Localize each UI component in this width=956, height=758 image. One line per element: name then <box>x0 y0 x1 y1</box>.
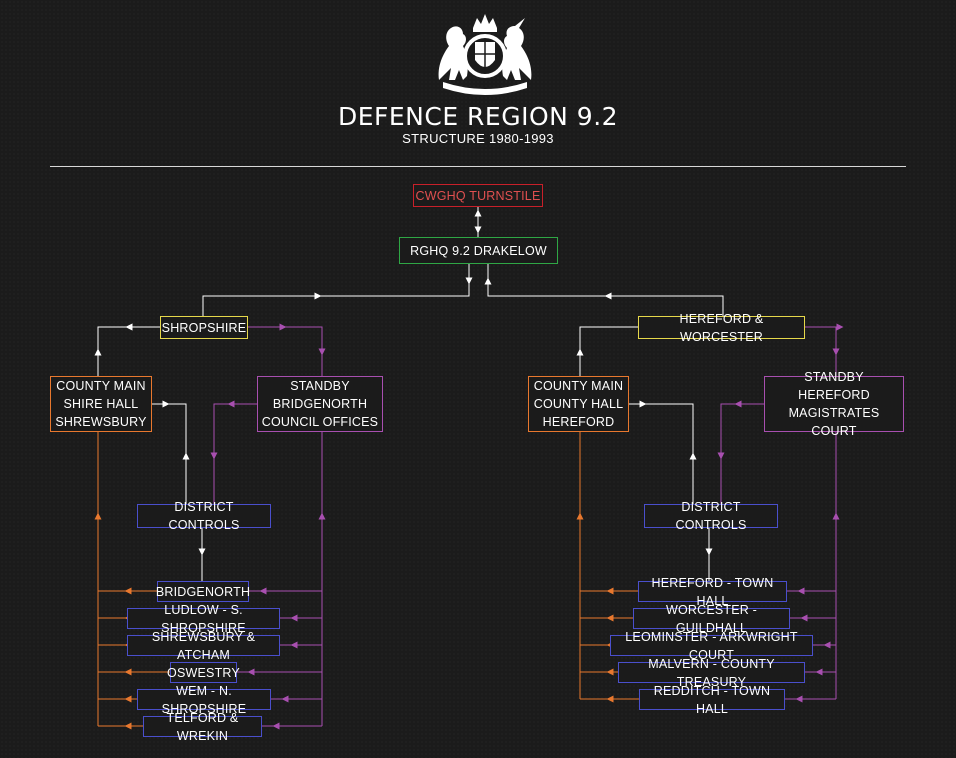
hereford-arrow-county-standby <box>836 323 844 331</box>
district-wem-n-shropshire: WEM - N. SHROPSHIRE <box>137 684 271 716</box>
shropshire-arrow-dc-up <box>182 452 190 460</box>
hereford-link-county-main <box>579 326 638 376</box>
title-divider <box>50 166 906 167</box>
hereford-arrow-row-main-0 <box>606 587 614 595</box>
standby-hereford-magistrates-court: STANDBY HEREFORD MAGISTRATES COURT <box>764 370 904 438</box>
hereford-arrow-dc-standby <box>734 400 742 408</box>
shropshire-arrow-row-main-3 <box>124 668 132 676</box>
arrow-up-cwghq <box>474 209 482 217</box>
district-shrewsbury-atcham: SHREWSBURY & ATCHAM <box>127 630 280 662</box>
shropshire-arrow-row-standby-2 <box>290 641 298 649</box>
arrow-left-top-right <box>604 292 612 300</box>
hereford-arrow-row-standby-4 <box>795 695 803 703</box>
arrow-down-rghq-left <box>465 277 473 285</box>
shropshire-arrow-dc-down <box>210 452 218 460</box>
shropshire-arrow-row-standby-5 <box>272 722 280 730</box>
shropshire-arrow-row-main-5 <box>124 722 132 730</box>
shropshire-arrow-trunk-main <box>94 512 102 520</box>
shropshire-link-county-standby <box>248 326 323 376</box>
link-rghq-hereford <box>487 264 724 316</box>
hereford-arrow-county-main <box>125 323 133 331</box>
page-subtitle: STRUCTURE 1980-1993 <box>402 131 554 146</box>
shropshire-arrow-row-standby-1 <box>290 614 298 622</box>
arrow-down-rghq <box>474 226 482 234</box>
cwghq-turnstile-node: CWGHQ TURNSTILE <box>413 184 543 207</box>
royal-coat-of-arms-crest <box>438 14 532 95</box>
shropshire-arrow-row-main-0 <box>124 587 132 595</box>
district-controls-shropshire: DISTRICT CONTROLS <box>137 500 271 532</box>
hereford-arrow-trunk-main <box>576 512 584 520</box>
district-leominster-arkwright-court: LEOMINSTER - ARKWRIGHT COURT <box>610 630 813 662</box>
shropshire-arrow-dc-standby <box>227 400 235 408</box>
district-ludlow-s-shropshire: LUDLOW - S. SHROPSHIRE <box>127 603 280 635</box>
hereford-arrow-standby-down <box>832 348 840 356</box>
shropshire-link-county-main <box>97 326 160 376</box>
hereford-arrow-row-main-1 <box>606 614 614 622</box>
hereford-arrow-dc-up <box>689 452 697 460</box>
shropshire-arrow-row-standby-3 <box>247 668 255 676</box>
link-rghq-shropshire <box>202 264 470 316</box>
hereford-arrow-dc-districts <box>705 548 713 556</box>
hereford-arrow-row-standby-2 <box>823 641 831 649</box>
district-redditch-town-hall: REDDITCH - TOWN HALL <box>639 684 785 716</box>
shropshire-link-dc-main <box>152 403 187 504</box>
shropshire-arrow-main-up <box>94 348 102 356</box>
shropshire-arrow-dc-main <box>162 400 170 408</box>
hereford-arrow-row-main-4 <box>606 695 614 703</box>
district-bridgenorth: BRIDGENORTH <box>156 581 250 602</box>
district-malvern-county-treasury: MALVERN - COUNTY TREASURY <box>618 657 805 689</box>
district-hereford-town-hall: HEREFORD - TOWN HALL <box>638 576 787 608</box>
standby-bridgenorth-council-offices: STANDBY BRIDGENORTH COUNCIL OFFICES <box>257 376 383 432</box>
hereford-arrow-main-up <box>576 348 584 356</box>
hereford-arrow-trunk-standby <box>832 512 840 520</box>
hereford-arrow-row-standby-1 <box>800 614 808 622</box>
county-main-shire-hall: COUNTY MAIN SHIRE HALL SHREWSBURY <box>50 376 152 432</box>
hereford-link-county-standby <box>805 326 837 376</box>
county-node-hereford-worcester: HEREFORD & WORCESTER <box>638 312 805 344</box>
shropshire-arrow-row-main-4 <box>124 695 132 703</box>
hereford-link-dc-main <box>629 403 694 504</box>
district-oswestry: OSWESTRY <box>167 662 240 683</box>
hereford-arrow-row-main-3 <box>606 668 614 676</box>
district-controls-hereford: DISTRICT CONTROLS <box>644 500 778 532</box>
arrow-right-top-left <box>314 292 322 300</box>
shropshire-arrow-standby-down <box>318 348 326 356</box>
shropshire-arrow-dc-districts <box>198 548 206 556</box>
hereford-arrow-row-standby-0 <box>797 587 805 595</box>
shropshire-arrow-row-standby-4 <box>281 695 289 703</box>
shropshire-link-dc-standby <box>213 403 257 504</box>
hereford-arrow-dc-down <box>717 452 725 460</box>
shropshire-arrow-row-standby-0 <box>259 587 267 595</box>
district-worcester-guildhall: WORCESTER - GUILDHALL <box>633 603 790 635</box>
district-telford-wrekin: TELFORD & WREKIN <box>143 711 262 743</box>
shropshire-arrow-county-standby <box>279 323 287 331</box>
hereford-arrow-row-standby-3 <box>815 668 823 676</box>
page-title: DEFENCE REGION 9.2 <box>337 102 619 131</box>
shropshire-arrow-trunk-standby <box>318 512 326 520</box>
hereford-arrow-dc-main <box>639 400 647 408</box>
arrow-up-rghq-right <box>484 277 492 285</box>
county-main-county-hall: COUNTY MAIN COUNTY HALL HEREFORD <box>528 376 629 432</box>
rghq-drakelow-node: RGHQ 9.2 DRAKELOW <box>399 237 558 264</box>
hereford-link-dc-standby <box>720 403 764 504</box>
county-node-shropshire: SHROPSHIRE <box>160 316 248 339</box>
